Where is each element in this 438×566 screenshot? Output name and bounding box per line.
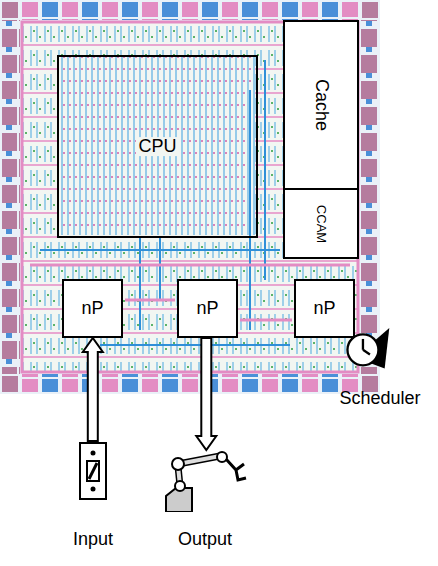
scheduler: Scheduler bbox=[326, 325, 434, 387]
cpu-block: CPU bbox=[57, 55, 258, 238]
np-block: nP bbox=[177, 279, 238, 338]
cache-block: Cache bbox=[283, 20, 359, 190]
hollow-arrow bbox=[83, 338, 103, 441]
robot-arm-icon bbox=[162, 450, 248, 512]
np-block-label: nP bbox=[81, 299, 103, 319]
cpu-block-label: CPU bbox=[135, 137, 179, 157]
ccam-block: CCAM bbox=[283, 188, 359, 259]
np-block: nP bbox=[62, 279, 123, 338]
clock-icon bbox=[326, 325, 434, 387]
scheduler-label: Scheduler bbox=[339, 389, 420, 409]
ccam-block-label: CCAM bbox=[314, 204, 328, 242]
hollow-arrow bbox=[196, 338, 216, 450]
np-block-label: nP bbox=[313, 299, 335, 319]
np-block-label: nP bbox=[196, 299, 218, 319]
output-device-label: Output bbox=[178, 530, 232, 550]
input-device-label: Input bbox=[73, 530, 113, 550]
output-device: Output bbox=[162, 450, 248, 512]
cache-block-label: Cache bbox=[311, 79, 331, 131]
np-block: nP bbox=[294, 279, 355, 338]
input-device: Input bbox=[74, 441, 112, 503]
switch-icon bbox=[74, 441, 112, 503]
